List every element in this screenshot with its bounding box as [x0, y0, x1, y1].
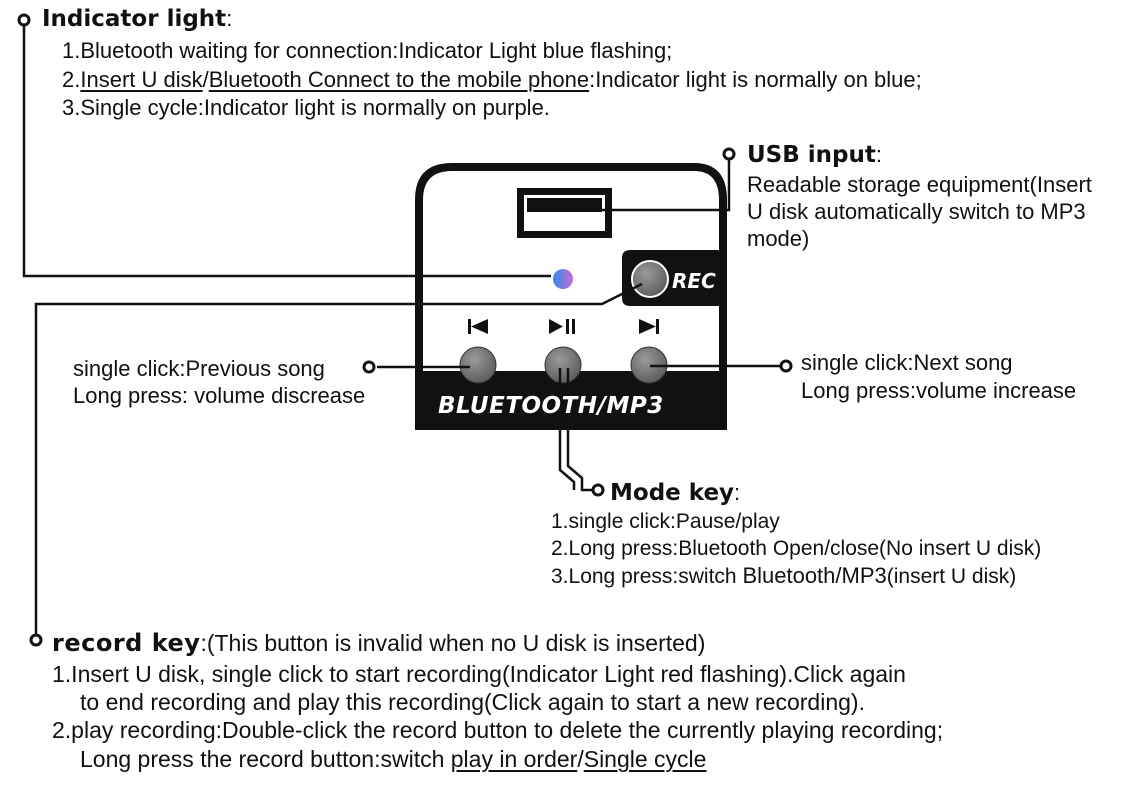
- record-line-2b-play-in-order: play in order: [450, 746, 578, 772]
- mode-line-2: 2.Long press:Bluetooth Open/close(No ins…: [551, 537, 1042, 560]
- indicator-line-2-rest: :Indicator light is normally on blue;: [589, 67, 922, 92]
- rec-label: REC: [672, 269, 716, 293]
- record-note: :(This button is invalid when no U disk …: [200, 630, 706, 656]
- record-heading: record key:(This button is invalid when …: [52, 631, 705, 655]
- leader-lines: [22, 26, 781, 634]
- record-line-2: 2.play recording:Double-click the record…: [52, 717, 944, 743]
- mode-title: Mode key: [610, 480, 735, 506]
- leader-endpoints: [17, 13, 793, 647]
- device-brand-label: BLUETOOTH/MP3: [438, 393, 664, 419]
- mode-button[interactable]: [544, 346, 582, 384]
- usb-port: [517, 188, 612, 238]
- prev-track-icon: [468, 319, 488, 334]
- indicator-line-1: 1.Bluetooth waiting for connection:Indic…: [62, 38, 673, 63]
- mode-line-3: 3.Long press:switch Bluetooth/MP3(insert…: [551, 563, 1017, 588]
- record-line-2b-a: Long press the record button:switch: [80, 746, 451, 772]
- indicator-line-2-insert-u-disk: Insert U disk: [80, 67, 203, 92]
- indicator-led: [553, 269, 573, 289]
- usb-heading: USB input:: [747, 144, 882, 167]
- record-title: record key: [52, 629, 201, 657]
- record-line-1b: to end recording and play this recording…: [80, 689, 865, 715]
- indicator-heading: Indicator light:: [42, 8, 232, 31]
- prev-line-1: single click:Previous song: [73, 356, 325, 381]
- indicator-line-3: 3.Single cycle:Indicator light is normal…: [62, 95, 550, 120]
- indicator-line-2-bluetooth-connect: Bluetooth Connect to the mobile phone: [208, 67, 590, 92]
- record-line-2b-single-cycle: Single cycle: [583, 746, 707, 772]
- record-line-2b-slash: /: [577, 746, 584, 772]
- play-pause-icon: [549, 319, 575, 334]
- indicator-sep: :: [226, 6, 233, 31]
- mode-sep: :: [734, 480, 741, 505]
- mode-line-3-c: (insert U disk): [886, 565, 1017, 588]
- rec-button[interactable]: [631, 260, 669, 298]
- usb-sep: :: [875, 142, 882, 167]
- usb-line-3: mode): [747, 226, 810, 251]
- usb-line-2: U disk automatically switch to MP3: [747, 199, 1086, 224]
- next-line-1: single click:Next song: [801, 350, 1013, 375]
- prev-button[interactable]: [459, 346, 497, 384]
- mode-line-3-b: Bluetooth/MP3: [742, 563, 887, 588]
- record-line-1: 1.Insert U disk, single click to start r…: [52, 661, 906, 687]
- prev-line-2: Long press: volume discrease: [73, 383, 366, 408]
- record-line-2b: Long press the record button:switch play…: [80, 748, 706, 771]
- mode-line-1: 1.single click:Pause/play: [551, 510, 780, 533]
- mode-line-3-a: 3.Long press:switch: [551, 565, 743, 588]
- next-line-2: Long press:volume increase: [801, 378, 1077, 403]
- usb-title: USB input: [747, 142, 876, 168]
- mode-heading: Mode key:: [610, 482, 740, 505]
- indicator-title: Indicator light: [42, 6, 227, 32]
- indicator-line-2-slash: /: [202, 67, 209, 92]
- indicator-line-2: 2.Insert U disk/Bluetooth Connect to the…: [62, 69, 922, 91]
- next-track-icon: [639, 319, 659, 334]
- usb-line-1: Readable storage equipment(Insert: [747, 172, 1092, 197]
- indicator-line-2-prefix: 2.: [62, 67, 81, 92]
